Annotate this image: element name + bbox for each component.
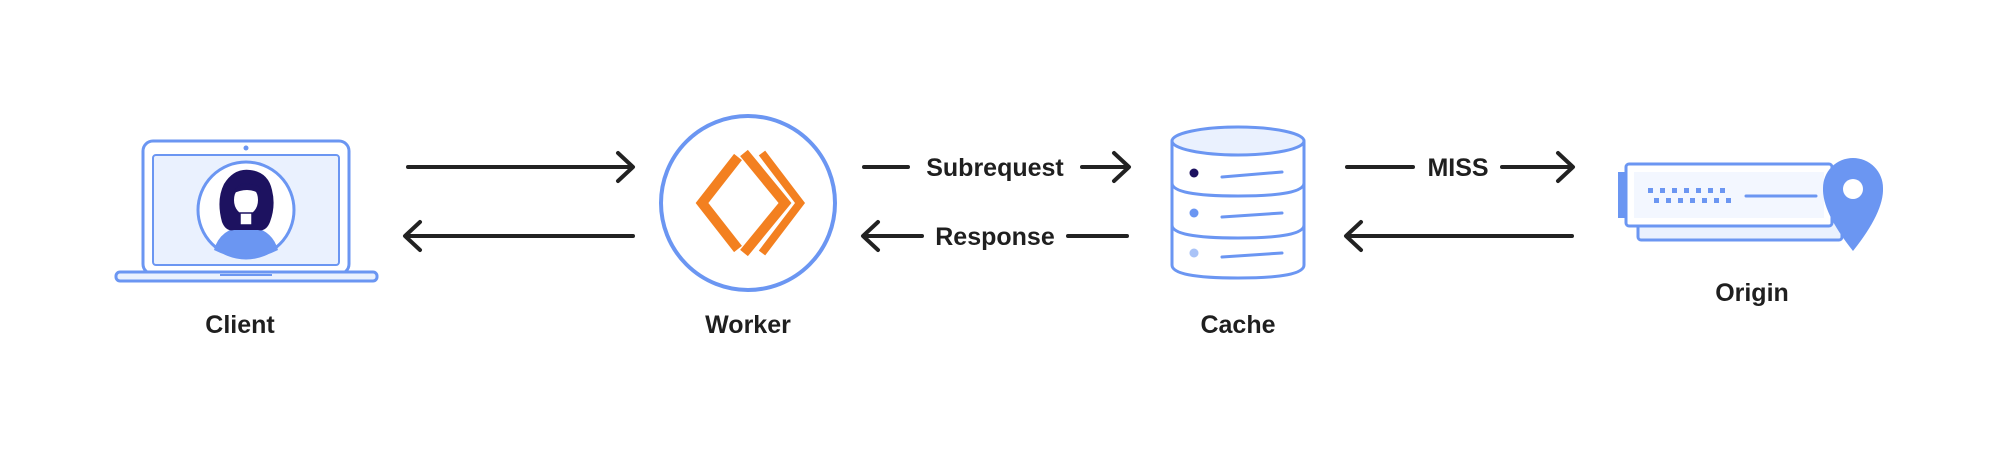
client-to-worker-arrow [406, 151, 635, 183]
client-label: Client [205, 311, 275, 339]
response-label: Response [935, 223, 1055, 251]
cloudflare-workers-logo-icon [695, 149, 806, 257]
subrequest-label: Subrequest [926, 154, 1064, 182]
response-arrow [861, 220, 1129, 252]
worker-to-client-arrow [403, 220, 635, 252]
origin-node: Origin [1618, 158, 1884, 307]
cache-label: Cache [1200, 311, 1275, 339]
cache-node: Cache [1170, 125, 1306, 339]
user-avatar-icon [196, 160, 296, 260]
location-pin-icon [1822, 158, 1884, 251]
client-node: Client [114, 139, 379, 339]
worker-node: Worker [659, 114, 837, 339]
origin-label: Origin [1715, 279, 1789, 307]
server-icon [1618, 162, 1844, 242]
subrequest-arrow [862, 151, 1131, 183]
miss-arrow [1345, 151, 1575, 183]
miss-label: MISS [1427, 154, 1488, 182]
database-icon [1170, 125, 1306, 280]
worker-label: Worker [705, 311, 791, 339]
worker-circle [659, 114, 837, 292]
origin-to-cache-arrow [1344, 220, 1574, 252]
